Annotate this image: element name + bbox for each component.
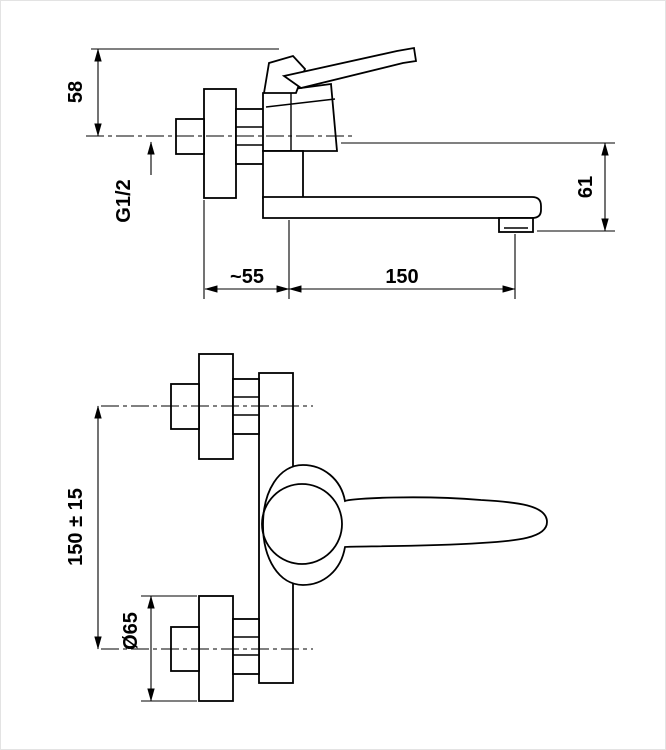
body-lower-side bbox=[262, 150, 304, 199]
label-wall-offset: ~55 bbox=[230, 266, 264, 288]
dimension-labels: 58 G1/2 61 ~55 150 150 ± 15 Ø65 bbox=[65, 81, 597, 650]
body-detail-lines bbox=[265, 93, 336, 151]
body-circle-front bbox=[261, 483, 343, 565]
aerator bbox=[498, 217, 534, 233]
label-thread: G1/2 bbox=[113, 179, 135, 222]
label-handle-height: 58 bbox=[65, 81, 87, 103]
hex-nut-side-facets bbox=[236, 126, 264, 146]
label-flange-diameter: Ø65 bbox=[120, 612, 142, 650]
body-and-lever-front bbox=[262, 464, 548, 586]
centerlines bbox=[86, 135, 353, 650]
body-upper-side bbox=[262, 82, 338, 152]
hex-nut-bottom-front bbox=[232, 618, 260, 675]
spout bbox=[262, 196, 542, 219]
label-outlet-height: 61 bbox=[575, 176, 597, 198]
front-view bbox=[170, 353, 548, 702]
hex-nut-top-facets bbox=[233, 396, 259, 416]
label-spout-length: 150 bbox=[385, 266, 418, 288]
lever-handle-side bbox=[281, 46, 418, 89]
label-mount-spacing: 150 ± 15 bbox=[65, 488, 87, 566]
wall-flange-side bbox=[203, 88, 237, 199]
dimension-lines bbox=[91, 48, 615, 702]
side-view bbox=[175, 46, 542, 233]
hex-nut-bottom-facets bbox=[233, 636, 259, 656]
